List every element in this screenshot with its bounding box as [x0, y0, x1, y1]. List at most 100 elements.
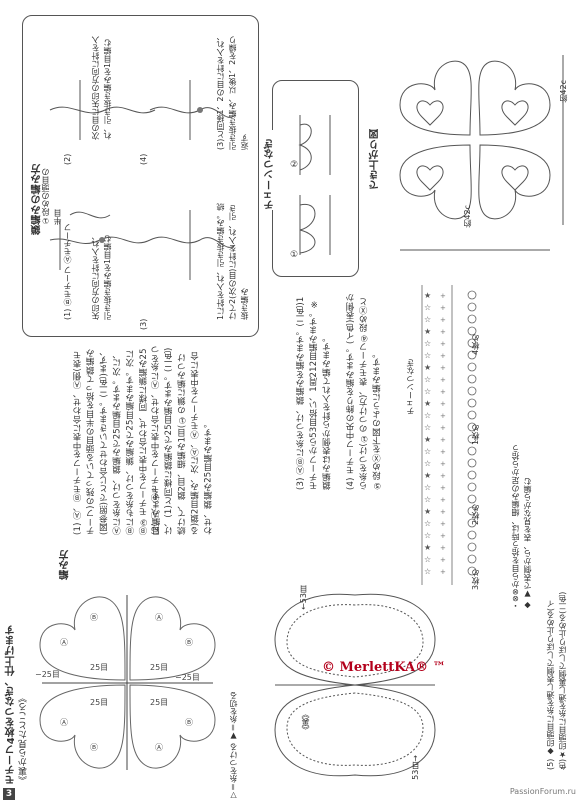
- finished-motif-br: [478, 144, 551, 220]
- chain-stitch-box: [22, 15, 259, 337]
- chain-chart-mark: +: [440, 436, 446, 444]
- motif-bottom-right: [129, 684, 216, 769]
- chain-chart-star: ☆: [424, 531, 431, 540]
- chain-chart-stitch: [467, 302, 477, 312]
- chain-chart-label-3-text: 3枚め: [471, 568, 480, 590]
- chain-chart-stitch: [467, 314, 477, 324]
- finished-title: でき上がり図: [368, 100, 384, 190]
- chain-step-4: (4): [138, 65, 150, 165]
- chain-chart-mark: +: [440, 400, 446, 408]
- chain-chart-mark: +: [440, 508, 446, 516]
- knit-step-3-text: (3) ⒶⒷに糸をつけ、鎖編みを編みます。(二色)1モチーフから53目拾い、1周…: [296, 296, 333, 490]
- chain-chart-label-1-text: 1枚め: [471, 423, 480, 445]
- chain-chart-star: ★: [424, 471, 431, 480]
- chain-chart-star: ☆: [424, 315, 431, 324]
- motif-top-right: [129, 596, 216, 681]
- motif-label-b2: Ⓑ: [185, 638, 193, 647]
- motif-count-3: 25目: [90, 663, 108, 672]
- chain-chart-mark: +: [440, 412, 446, 420]
- chain-chart-mark: +: [440, 316, 446, 324]
- chain-chart-stitch: [467, 518, 477, 528]
- chain-step-2: (2): [62, 65, 74, 165]
- finished-motif-tl: [399, 60, 472, 136]
- finished-height-text: 約42c: [559, 80, 568, 103]
- chain-chart-mark: +: [440, 376, 446, 384]
- motif-join-diagram: Ⓐ Ⓑ Ⓐ Ⓑ Ⓐ Ⓑ Ⓐ Ⓑ 25目 25目 25目 25目 −25目 −25…: [35, 595, 216, 770]
- knit-method-heading: 編み方: [58, 540, 74, 580]
- chain-chart-mark: +: [440, 460, 446, 468]
- motif-label-b4: Ⓑ: [185, 718, 193, 727]
- footer-site: PassionForum.ru: [510, 787, 576, 796]
- legend-attach: ▽＝糸をつける: [229, 743, 238, 800]
- edge-center-label-text: 《裏》: [301, 710, 310, 734]
- knit-step-1-text: (1) Ⓐ、Ⓑモチーフを中表に合わせ、Ⓐ側(表モチーフ)の残っている頭目の半目を…: [73, 346, 163, 535]
- chain-chart-star: ☆: [424, 411, 431, 420]
- knit-step-4: (4) モチーフ中央の飾りを編みます。(イ色)表側から糸をつけ(①のつけ方)、表…: [345, 290, 390, 490]
- chain-chart-star: ☆: [424, 519, 431, 528]
- chain-chart-star: ☆: [424, 555, 431, 564]
- chain-chart-stitch: [467, 470, 477, 480]
- chain-chart-star: ☆: [424, 351, 431, 360]
- legend-cut: ▼＝糸を切る: [229, 691, 238, 741]
- chain-step-3: (3): [138, 230, 150, 330]
- chain-step-4-desc: (3)と同様1、2の目に針を入れ、引き抜き編み、以後1、2を繰り返す: [216, 32, 249, 150]
- chain-step-3-desc: 1に針を入れ、引き抜き編み。続けて2(次の目)に針を入れ、引き抜き編み: [216, 202, 249, 320]
- chain-chart-stitch: [467, 434, 477, 444]
- motif-label-a4: Ⓐ: [155, 743, 163, 752]
- chain-chart-star: ☆: [424, 423, 431, 432]
- chain-chart-mark: +: [440, 292, 446, 300]
- chain-stitch-illustrations: [49, 80, 236, 280]
- chain-chart-stitch: [467, 386, 477, 396]
- chain-step-1-sub: Ⓑモチーフ Ⓐモチーフ: [63, 223, 72, 307]
- chain-chart-star: ☆: [424, 303, 431, 312]
- chain-step-2-num: (2): [63, 153, 72, 165]
- motif-count-4: 25目: [90, 698, 108, 707]
- motif-top-left: [39, 596, 126, 681]
- chain-chart-mark: +: [440, 424, 446, 432]
- chain-chart-mark: +: [440, 472, 446, 480]
- chain-chart-stitch: [467, 494, 477, 504]
- edge-diagram: [274, 593, 436, 777]
- chain-chart-label-2-text: 2枚め: [471, 503, 480, 525]
- chain-chart-label-1: 1枚め: [470, 415, 482, 445]
- section-title-text: モチーフ4枚をつなぎ、仕上げます: [6, 624, 17, 785]
- chain-chart: ★+☆+☆+★+☆+☆+★+☆+☆+★+☆+☆+★+☆+☆+★+☆+☆+★+☆+…: [421, 285, 477, 585]
- chain-step-4-text: (3)と同様1、2の目に針を入れ、引き抜き編み、以後1、2を繰り返す: [215, 30, 251, 150]
- chain-chart-stitch: [467, 458, 477, 468]
- chain-joint-step-2: ②: [290, 160, 298, 170]
- chain-joint-step-1-text: ①: [290, 250, 299, 260]
- motif-side-count-2: −25目: [175, 673, 200, 682]
- chain-chart-star: ☆: [424, 339, 431, 348]
- motif-count-1: 25目: [150, 663, 168, 672]
- chain-step-2-text: 次の目に矢印の方向に針を入れ、引き抜き編みを1目編む: [90, 30, 114, 140]
- chain-chart-stitch: [467, 482, 477, 492]
- chain-joint-step-1: ①: [290, 250, 298, 260]
- chain-chart-star: ☆: [424, 447, 431, 456]
- chain-note: ・⊗⊗から目を拾う時は、細編みの足から拾う◆ ▼で表側から、表を見ながら編む: [510, 440, 534, 610]
- chain-chart-stitch: [467, 542, 477, 552]
- chain-chart-star: ☆: [424, 567, 431, 576]
- chain-chart-star: ★: [424, 543, 431, 552]
- chain-chart-mark: +: [440, 364, 446, 372]
- chain-chart-stitch: [467, 350, 477, 360]
- chain-chart-star: ☆: [424, 495, 431, 504]
- edge-53-bottom: 53目→: [410, 755, 421, 780]
- motif-side-count-1: −25目: [35, 670, 60, 679]
- edge-center-label: 《裏》: [300, 710, 311, 734]
- chain-chart-mark: +: [440, 388, 446, 396]
- chain-chart-stitch: [467, 554, 477, 564]
- chain-chart-stitch: [467, 290, 477, 300]
- chain-chart-mark: +: [440, 340, 446, 348]
- watermark-text: © MerlettKA® ™: [322, 660, 446, 675]
- chain-step-1-note: ①段めの頭目の半目: [40, 165, 64, 225]
- knit-step-2-text: (2) Ⓐ、Ⓑモチーフを中表に合わせ、Ⓐに糸をつけ、(1)と同様に鎖編みで25目…: [151, 345, 214, 535]
- chain-chart-star: ★: [424, 399, 431, 408]
- chain-chart-mark: +: [440, 448, 446, 456]
- finished-motif-tr: [478, 60, 551, 136]
- chain-step-3-num: (3): [139, 318, 148, 330]
- legend: ▽＝糸をつける ▼＝糸を切る: [228, 650, 240, 800]
- chain-chart-mark: +: [440, 496, 446, 504]
- chain-chart-mark: +: [440, 304, 446, 312]
- edge-53-bottom-text: 53目→: [411, 755, 420, 780]
- motif-label-a1: Ⓐ: [60, 638, 68, 647]
